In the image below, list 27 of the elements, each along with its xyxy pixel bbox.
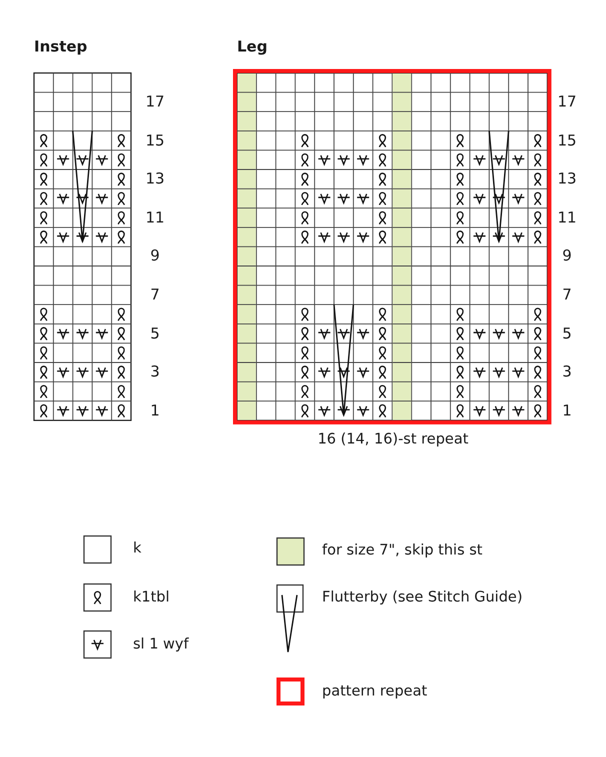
row-number: 17	[557, 93, 577, 111]
row-number: 17	[145, 93, 165, 111]
row-number: 9	[562, 248, 572, 265]
legend-label: for size 7", skip this st	[322, 542, 482, 560]
chart-heading: Leg	[237, 38, 268, 56]
legend-label: pattern repeat	[322, 684, 428, 700]
row-number: 15	[557, 132, 577, 150]
row-number: 13	[145, 170, 165, 188]
row-number: 7	[150, 286, 160, 304]
row-number: 11	[145, 209, 165, 226]
row-number: 3	[150, 364, 160, 381]
row-number: 5	[562, 324, 572, 342]
repeat-note: 16 (14, 16)-st repeat	[318, 432, 468, 448]
row-number: 1	[562, 402, 572, 420]
legend-label: Flutterby (see Stitch Guide)	[322, 590, 522, 606]
row-number: 9	[150, 248, 160, 265]
legend-label: k1tbl	[133, 590, 170, 606]
legend-label: sl 1 wyf	[133, 636, 189, 654]
row-number: 1	[150, 402, 160, 420]
row-number: 15	[145, 132, 165, 150]
row-number: 13	[557, 170, 577, 188]
chart-heading: Instep	[34, 38, 88, 56]
row-number: 3	[562, 364, 572, 381]
row-number: 7	[562, 286, 572, 304]
row-number: 5	[150, 324, 160, 342]
row-number: 11	[557, 209, 577, 226]
legend-label: k	[133, 540, 142, 558]
